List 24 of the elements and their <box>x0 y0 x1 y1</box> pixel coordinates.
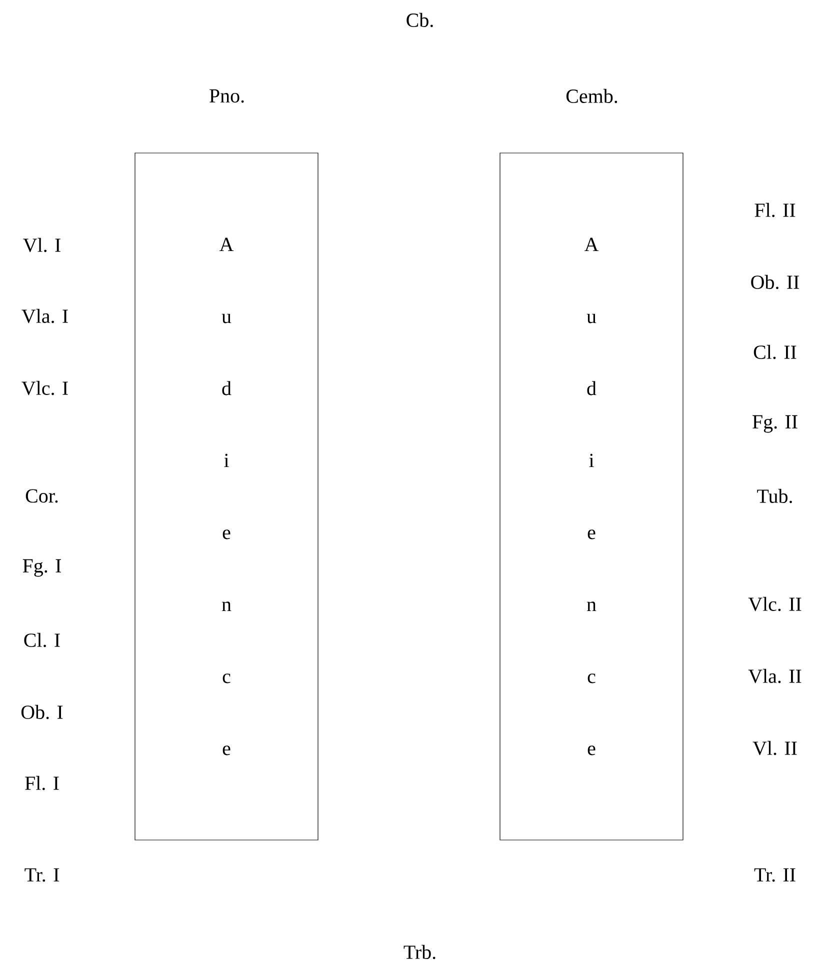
instrument-label: Cor. <box>26 489 58 503</box>
instrument-label: Cl. II <box>754 344 796 360</box>
instrument-label: Tr. I <box>24 868 59 882</box>
instrument-label: Pno. <box>210 89 244 103</box>
instrument-label: Vla. II <box>748 668 802 684</box>
instrument-label: Vlc. I <box>22 380 68 396</box>
instrument-label: Vlc. II <box>748 596 802 612</box>
instrument-label: Tr. II <box>754 868 796 882</box>
instrument-label: Fl. I <box>25 776 59 790</box>
instrument-label: Vl. II <box>752 740 797 756</box>
instrument-label: Fg. II <box>752 415 798 433</box>
instrument-label: Vl. I <box>23 238 60 252</box>
instrument-label: Ob. II <box>751 274 799 290</box>
audience-box: A u d i e n c e <box>134 152 318 840</box>
instrument-label: Cl. I <box>24 632 60 648</box>
instrument-label: Tub. <box>757 488 792 504</box>
instrument-label: Cb. <box>406 12 433 28</box>
instrument-label: Ob. I <box>21 704 63 720</box>
audience-box: A u d i e n c e <box>500 152 684 840</box>
instrument-label: Cemb. <box>566 88 618 104</box>
instrument-label: Fl. II <box>754 202 796 218</box>
instrument-label: Fg. I <box>22 559 62 577</box>
instrument-label: Trb. <box>404 944 436 960</box>
instrument-label: Vla. I <box>22 308 68 324</box>
